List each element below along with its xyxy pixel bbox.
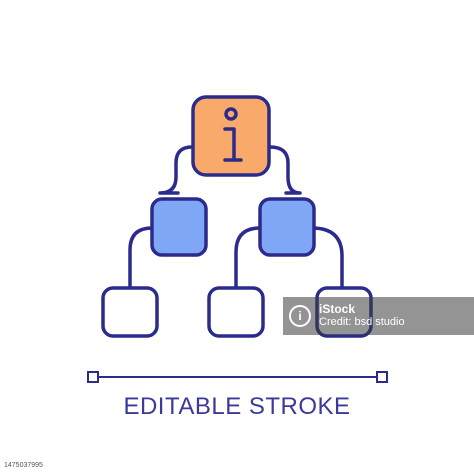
middle-node-left [150,197,208,257]
top-info-node [191,95,271,177]
watermark: i iStock Credit: bsd studio [283,297,474,335]
middle-node-right [258,197,316,257]
istock-logo: i [289,305,311,327]
caption-editable-stroke: EDITABLE STROKE [123,393,351,420]
watermark-text: iStock Credit: bsd studio [319,303,405,329]
connector-mid-right-a [234,226,262,290]
info-icon [223,107,243,162]
stroke-indicator [87,371,388,383]
connector-mid-right-b [310,226,344,290]
connector-top-right [268,145,302,195]
leaf-node-1 [101,286,159,338]
watermark-credit: Credit: bsd studio [319,316,405,328]
leaf-node-2 [207,286,265,338]
stroke-handle-right [376,371,388,383]
stroke-handle-left [87,371,99,383]
watermark-brand: iStock [319,302,356,316]
connector-top-left [158,145,194,195]
connector-mid-left [128,226,154,290]
image-id: 1475037995 [4,462,43,469]
